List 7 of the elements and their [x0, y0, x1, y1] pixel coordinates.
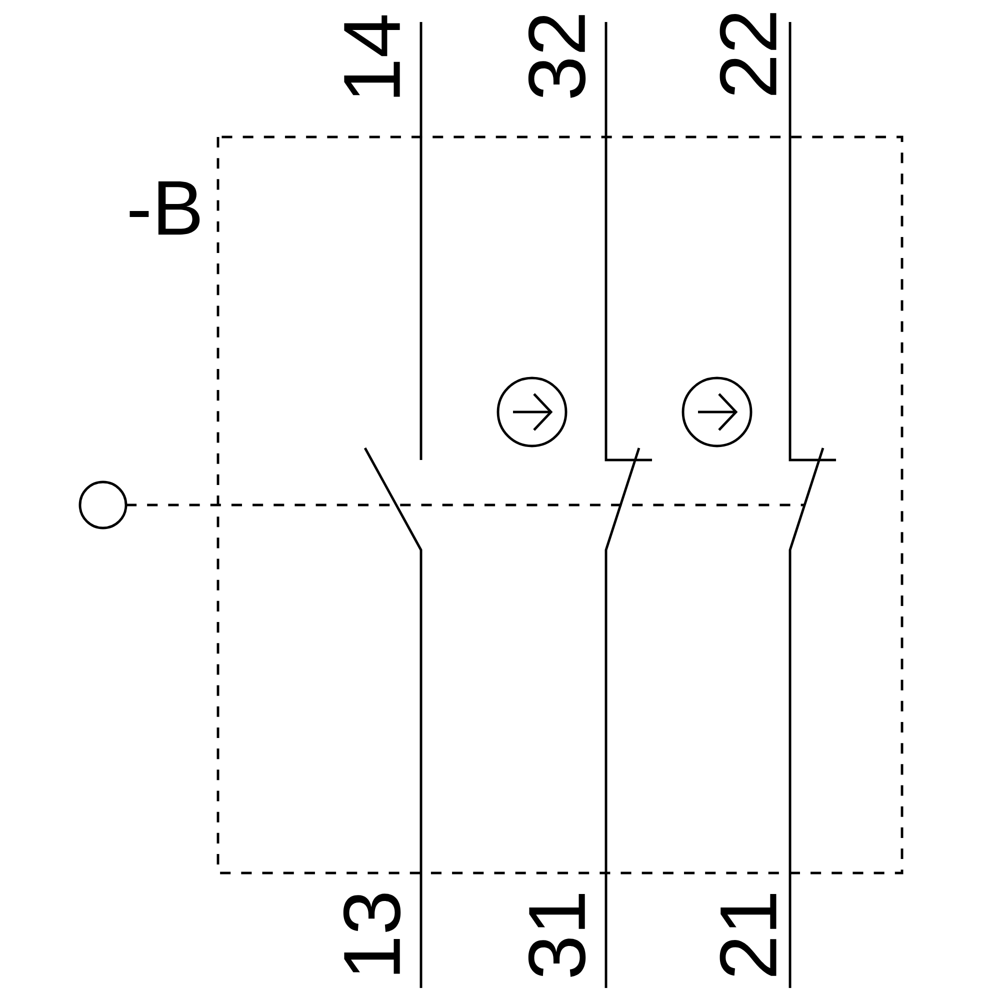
terminal-number: 22	[720, 13, 776, 95]
terminal-number: 31	[528, 894, 586, 977]
device-label: -B	[130, 181, 200, 235]
terminal-number: 13	[343, 894, 401, 974]
terminal-number: 21	[720, 894, 776, 976]
terminal-number: 14	[344, 15, 400, 97]
terminal-number: 32	[528, 15, 586, 98]
